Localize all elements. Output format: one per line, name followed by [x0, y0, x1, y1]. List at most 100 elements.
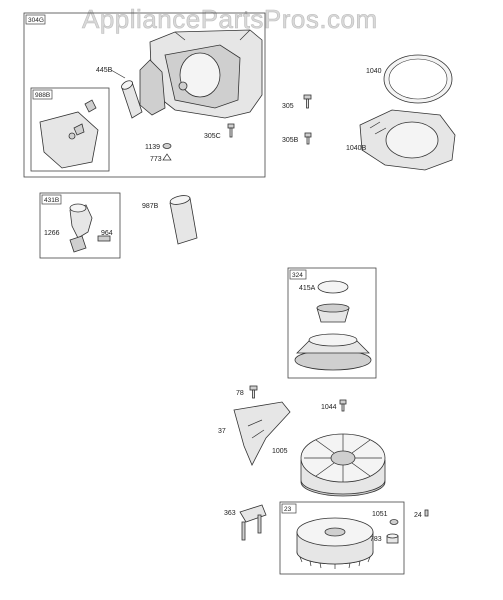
label-1044: 1044	[321, 404, 337, 411]
blower-housing-edge	[174, 29, 251, 41]
blower-housing-445B[interactable]	[139, 29, 263, 119]
screw-78[interactable]	[249, 385, 258, 399]
label-987B: 987B	[142, 203, 159, 210]
washer-1051-shape	[389, 519, 399, 525]
label-964: 964	[101, 230, 113, 237]
screw-305B-head	[304, 132, 312, 138]
washer-1139[interactable]	[162, 143, 172, 149]
key-24-shape	[424, 509, 429, 517]
label-783: 783	[370, 536, 382, 543]
cover-1040B-vents	[369, 121, 387, 135]
group-304G[interactable]: 304G	[23, 12, 266, 178]
group-324[interactable]: 324	[287, 267, 377, 379]
cup-415A[interactable]	[316, 280, 350, 323]
screw-305-head	[303, 94, 312, 100]
group-23[interactable]: 23	[279, 501, 405, 575]
elbow-fitting-body	[69, 204, 93, 239]
group-304G-frame	[23, 12, 266, 178]
flywheel-fan-1005[interactable]	[300, 433, 386, 497]
gasket-1040-inner	[388, 58, 448, 100]
washer-1051[interactable]	[389, 519, 399, 525]
label-305C: 305C	[204, 133, 221, 140]
tube-987B-end	[169, 195, 191, 205]
key-24[interactable]	[424, 509, 429, 517]
label-415A: 415A	[299, 285, 316, 292]
flywheel-fan-hub	[330, 450, 356, 466]
tube-987B[interactable]	[169, 194, 198, 245]
label-24: 24	[414, 512, 422, 519]
guard-plate-hole	[68, 132, 76, 140]
elbow-fitting-clamp	[69, 235, 87, 253]
cover-1040B[interactable]	[359, 109, 456, 171]
screw-305B-shank	[306, 136, 310, 145]
group-324-tag	[289, 269, 307, 280]
screw-305C-head	[227, 123, 235, 129]
flywheel-23-teeth	[299, 556, 371, 569]
group-431B-label: 431B	[44, 197, 59, 204]
group-23-label: 23	[284, 506, 292, 513]
bracket-363-stud-left	[241, 521, 246, 541]
label-1266: 1266	[44, 230, 60, 237]
bracket-363-plate	[239, 504, 267, 523]
screw-1044-head	[339, 399, 347, 405]
group-431B-frame	[39, 192, 121, 259]
group-988B-tag	[32, 89, 53, 100]
elbow-fitting-end	[69, 203, 87, 213]
label-773: 773	[150, 156, 162, 163]
cover-1040B-center	[385, 121, 439, 159]
flywheel-fan-blades	[304, 434, 382, 482]
label-78: 78	[236, 390, 244, 397]
guard-plate-988B[interactable]	[39, 99, 99, 169]
elbow-fitting-pin	[97, 235, 111, 242]
label-305: 305	[282, 103, 294, 110]
screw-305C[interactable]	[227, 123, 235, 138]
label-1040: 1040	[366, 68, 382, 75]
label-305B: 305B	[282, 137, 299, 144]
label-1139: 1139	[145, 144, 160, 151]
starter-cup-plate[interactable]	[294, 333, 372, 371]
flywheel-23-hub	[324, 527, 346, 537]
group-988B-label: 988B	[35, 92, 50, 99]
cup-415A-rim	[316, 303, 350, 313]
gasket-1040[interactable]	[383, 54, 453, 104]
blower-housing-ring	[179, 52, 221, 98]
screw-1044[interactable]	[339, 399, 347, 412]
blower-housing-side	[139, 59, 166, 116]
clip-773[interactable]	[162, 153, 172, 161]
bracket-363[interactable]	[239, 504, 267, 541]
screw-78-shank	[252, 389, 255, 399]
screw-305B[interactable]	[304, 132, 312, 145]
site-watermark: AppliancePartsPros.com	[82, 4, 378, 34]
leader-445B	[110, 69, 126, 79]
tube-987B-body	[169, 197, 198, 245]
starter-plate-top	[308, 333, 358, 347]
washer-1139-shape	[162, 143, 172, 149]
group-304G-tag	[25, 14, 46, 25]
blower-housing-boss	[178, 81, 188, 91]
group-988B[interactable]: 988B	[30, 87, 110, 172]
label-363: 363	[224, 510, 236, 517]
screw-305-shank	[306, 98, 309, 109]
shroud-37-ribs	[247, 419, 265, 439]
guard-plate-shape	[39, 111, 99, 169]
tube-445B[interactable]	[120, 79, 143, 119]
screw-305[interactable]	[303, 94, 312, 109]
label-445B: 445B	[96, 67, 113, 74]
cup-415A-ring	[317, 280, 349, 294]
screw-1044-shank	[341, 403, 345, 412]
elbow-fitting-431B[interactable]	[69, 203, 111, 253]
shroud-37[interactable]	[233, 401, 291, 466]
nut-783[interactable]	[386, 533, 399, 544]
group-304G-label: 304G	[28, 17, 44, 24]
label-1005: 1005	[272, 448, 288, 455]
nut-783-top	[386, 533, 399, 539]
label-37: 37	[218, 428, 226, 435]
screw-78-head	[249, 385, 258, 391]
group-988B-frame	[30, 87, 110, 172]
group-324-frame	[287, 267, 377, 379]
flywheel-23[interactable]	[296, 517, 374, 569]
group-23-tag	[281, 503, 297, 514]
label-1051: 1051	[372, 511, 388, 518]
group-431B[interactable]: 431B	[39, 192, 121, 259]
